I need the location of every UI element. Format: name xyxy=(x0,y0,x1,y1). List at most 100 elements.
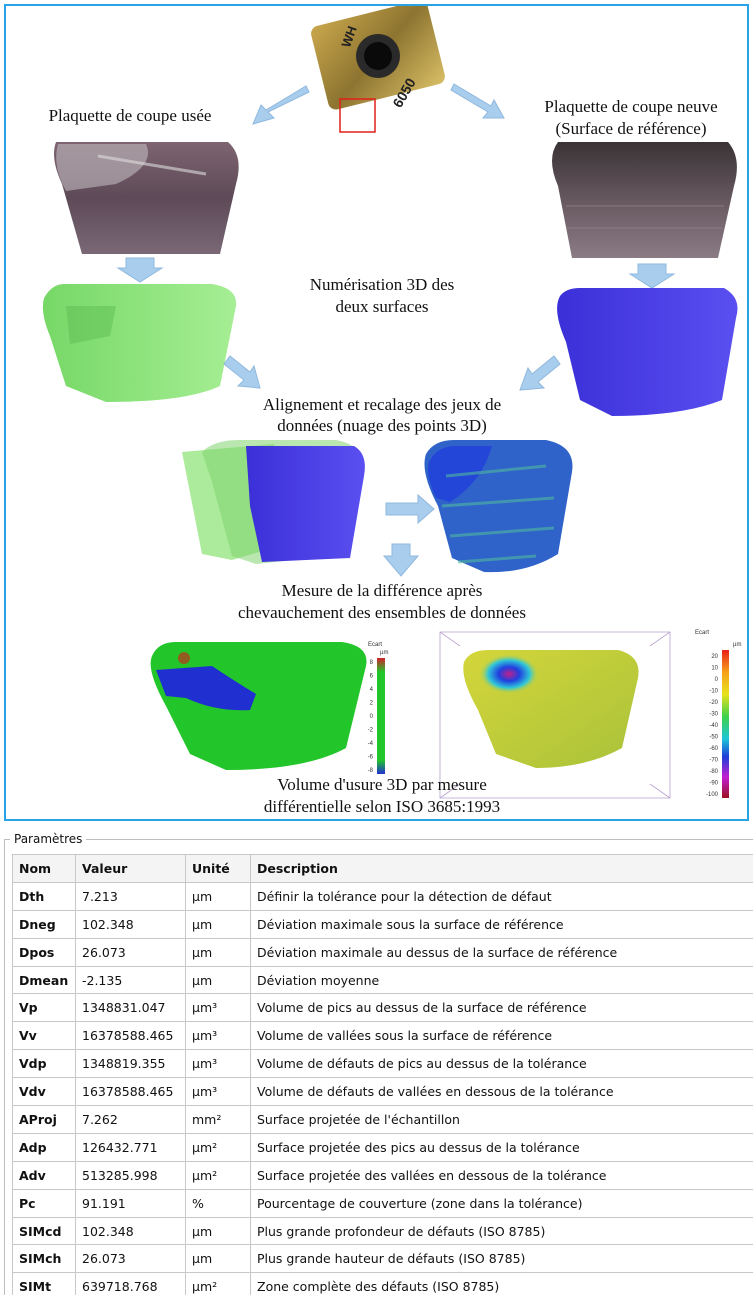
cell-unit: µm³ xyxy=(185,1049,251,1079)
cell-name: Pc xyxy=(12,1188,76,1218)
legend-left-tick-label: 8 xyxy=(370,660,374,666)
cell-value: -2.135 xyxy=(75,965,186,995)
parameters-title: Paramètres xyxy=(10,830,87,848)
cell-description: Déviation maximale au dessus de la surfa… xyxy=(250,937,753,967)
table-header-row: Nom Valeur Unité Description xyxy=(12,854,753,883)
insert-marking-top: WH xyxy=(338,24,360,49)
column-header-nom[interactable]: Nom xyxy=(12,854,76,883)
cell-description: Pourcentage de couverture (zone dans la … xyxy=(250,1188,753,1218)
legend-right-tick-label: -30 xyxy=(709,712,718,718)
cell-description: Surface projetée de l'échantillon xyxy=(250,1105,753,1134)
cell-value: 639718.768 xyxy=(75,1272,186,1295)
cell-description: Volume de pics au dessus de la surface d… xyxy=(250,993,753,1023)
cell-name: Vdv xyxy=(12,1077,76,1107)
cell-value: 7.213 xyxy=(75,881,186,911)
cell-unit: µm xyxy=(185,909,251,939)
legend-right-tick-label: -10 xyxy=(709,689,718,695)
cell-unit: µm² xyxy=(185,1272,251,1295)
cell-name: SIMcd xyxy=(12,1216,76,1246)
cell-name: SIMch xyxy=(12,1244,76,1274)
arrow-down-new xyxy=(628,263,676,289)
parameters-group-box xyxy=(4,839,753,1295)
cell-name: Dth xyxy=(12,881,76,911)
cell-value: 16378588.465 xyxy=(75,1021,186,1051)
cell-value: 26.073 xyxy=(75,1244,186,1274)
cell-value: 126432.771 xyxy=(75,1132,186,1162)
cell-value: 102.348 xyxy=(75,909,186,939)
legend-right-tick-label: -90 xyxy=(709,781,718,787)
diff-model-yellow xyxy=(439,631,671,799)
cell-description: Surface projetée des pics au dessus de l… xyxy=(250,1132,753,1162)
cell-unit: µm xyxy=(185,1244,251,1274)
cell-value: 7.262 xyxy=(75,1105,186,1134)
worn-insert-image xyxy=(54,142,239,254)
legend-right-tick-label: -50 xyxy=(709,735,718,741)
cell-unit: µm² xyxy=(185,1160,251,1190)
legend-left-unit: µm xyxy=(380,650,388,656)
cell-name: Dpos xyxy=(12,937,76,967)
cell-value: 102.348 xyxy=(75,1216,186,1246)
cell-description: Volume de défauts de vallées en dessous … xyxy=(250,1077,753,1107)
legend-left-tick-label: -2 xyxy=(368,728,374,734)
legend-left-tick-label: 2 xyxy=(370,701,374,707)
worn-scan-3d-green xyxy=(42,284,237,402)
arrow-to-measure xyxy=(382,543,420,577)
cell-name: SIMt xyxy=(12,1272,76,1295)
wear-measurement-diagram: WH 6050 xyxy=(4,4,749,821)
caption-scan-line2: deux surfaces xyxy=(335,297,429,316)
caption-new-insert-line1: Plaquette de coupe neuve xyxy=(544,97,718,116)
cell-name: Vv xyxy=(12,1021,76,1051)
parameters-panel: Paramètres Nom Valeur Unité Description … xyxy=(4,830,753,1295)
cell-name: AProj xyxy=(12,1105,76,1134)
caption-scan-line1: Numérisation 3D des xyxy=(309,275,455,294)
legend-right: Ecart µm 20100-10-20-30-40-50-60-70-80-9… xyxy=(695,630,741,798)
legend-right-tick-label: -80 xyxy=(709,769,718,775)
cell-unit: µm xyxy=(185,937,251,967)
legend-left-tick-label: -8 xyxy=(368,768,374,774)
cell-name: Dneg xyxy=(12,909,76,939)
legend-right-title: Ecart xyxy=(695,630,709,636)
aligned-overlap-model xyxy=(182,440,365,564)
arrow-align-to-diff xyxy=(385,493,435,525)
cell-unit: µm xyxy=(185,1216,251,1246)
arrow-to-new xyxy=(450,83,505,119)
caption-new-insert-line2: (Surface de référence) xyxy=(555,119,707,138)
cell-description: Déviation maximale sous la surface de ré… xyxy=(250,909,753,939)
arrow-blue-to-align xyxy=(519,355,561,391)
caption-measure-line2: chevauchement des ensembles de données xyxy=(238,603,526,622)
cell-value: 513285.998 xyxy=(75,1160,186,1190)
cell-value: 1348819.355 xyxy=(75,1049,186,1079)
cell-description: Déviation moyenne xyxy=(250,965,753,995)
caption-align-line1: Alignement et recalage des jeux de xyxy=(262,395,502,414)
cell-name: Vdp xyxy=(12,1049,76,1079)
column-header-valeur[interactable]: Valeur xyxy=(75,854,186,883)
cell-unit: mm² xyxy=(185,1105,251,1134)
column-header-description[interactable]: Description xyxy=(250,854,753,883)
new-scan-3d-blue xyxy=(557,288,738,416)
caption-worn-insert: Plaquette de coupe usée xyxy=(48,106,212,125)
caption-measure-line1: Mesure de la différence après xyxy=(281,581,483,600)
cell-name: Dmean xyxy=(12,965,76,995)
legend-right-tick-label: 20 xyxy=(711,654,718,660)
cell-description: Plus grande profondeur de défauts (ISO 8… xyxy=(250,1216,753,1246)
column-header-unite[interactable]: Unité xyxy=(185,854,251,883)
legend-right-tick-label: -70 xyxy=(709,758,718,764)
cell-name: Vp xyxy=(12,993,76,1023)
caption-volume-line2: différentielle selon ISO 3685:1993 xyxy=(263,797,501,816)
